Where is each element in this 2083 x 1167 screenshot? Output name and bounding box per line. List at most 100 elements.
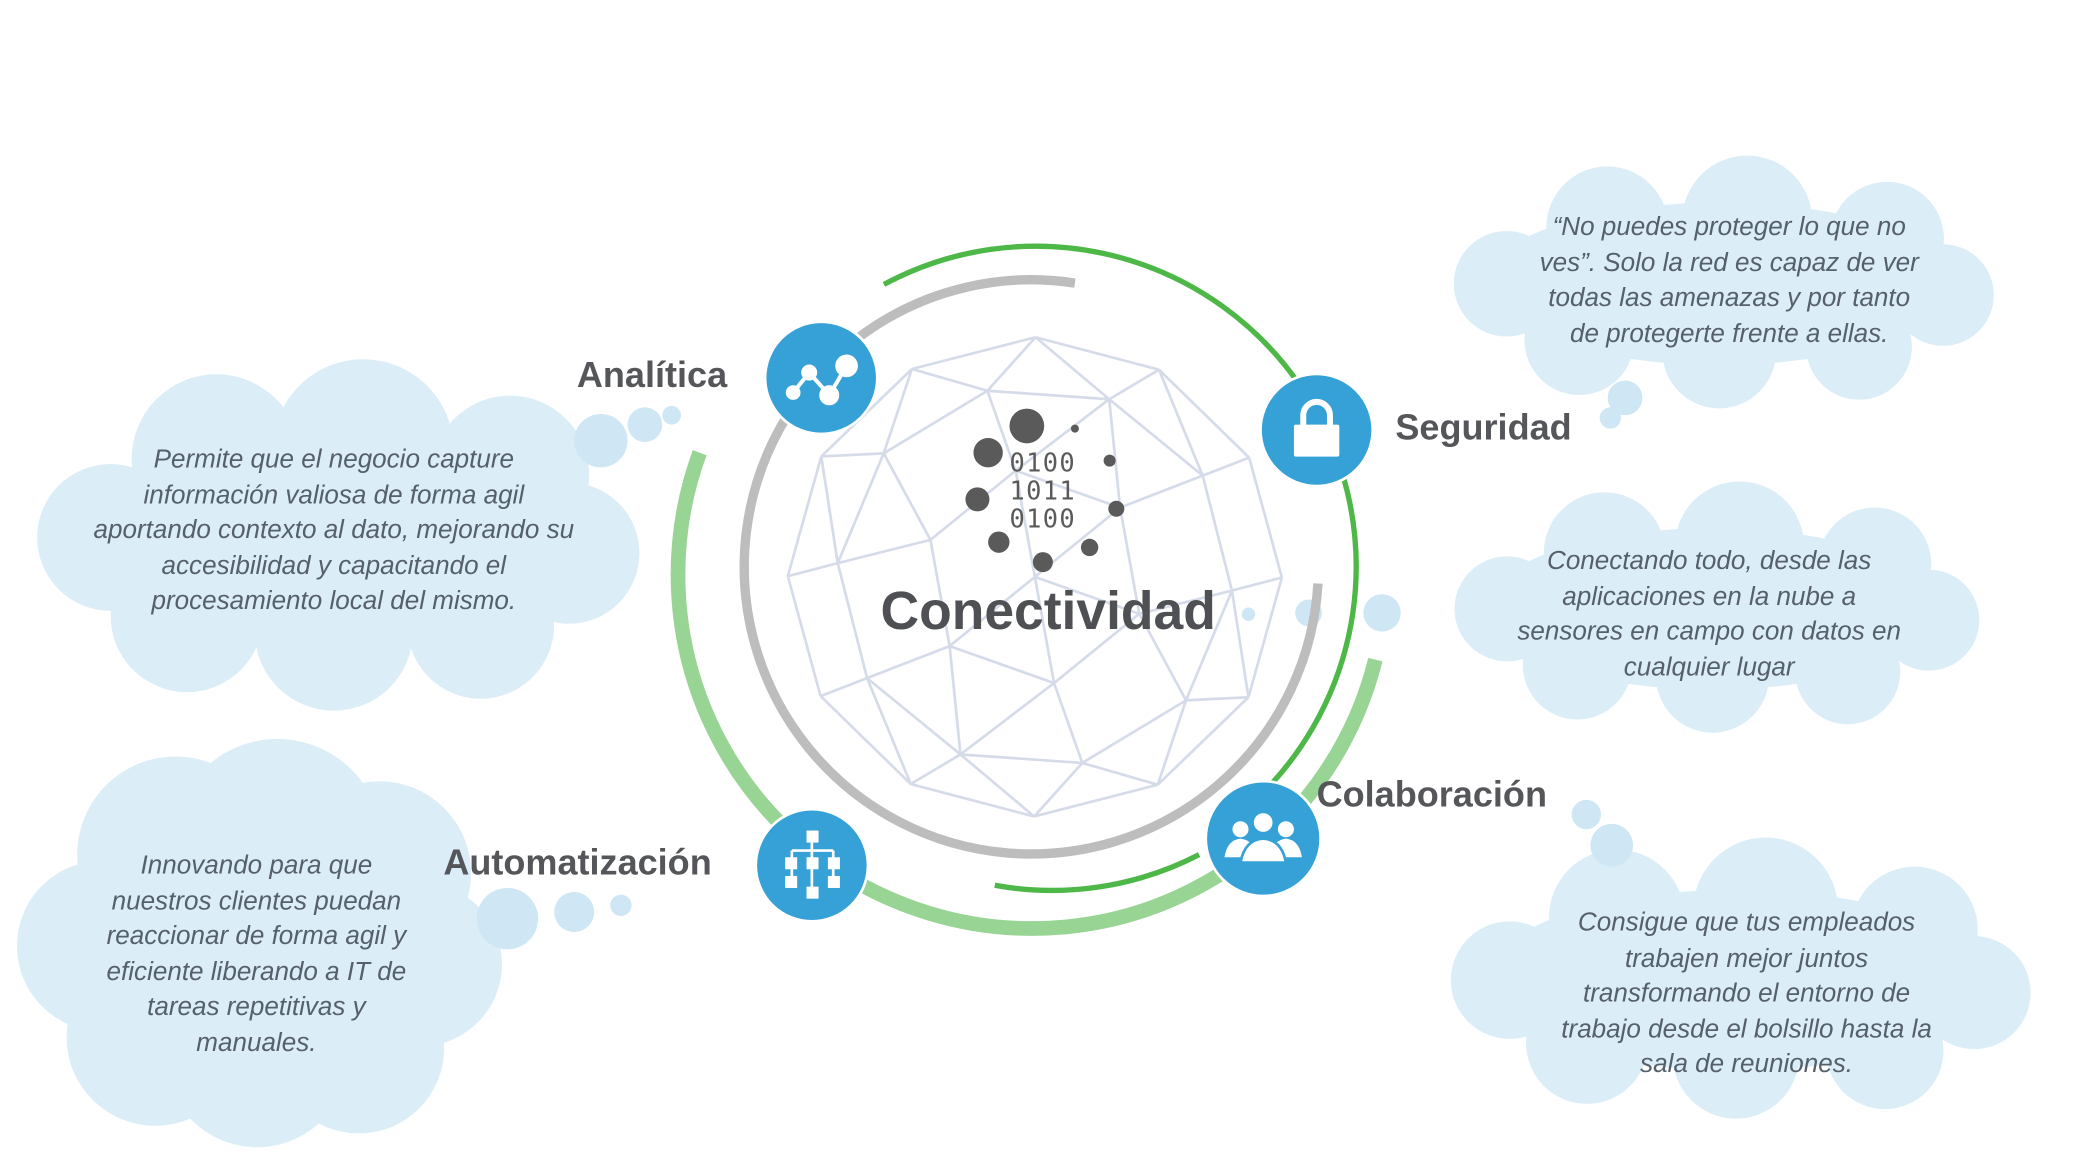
mesh-line xyxy=(1107,399,1122,508)
mesh-line xyxy=(1156,696,1250,786)
cloud-puff xyxy=(1522,610,1632,720)
mesh-line xyxy=(786,575,822,697)
description-conectividad: Conectando todo, desde las aplicaciones … xyxy=(1517,543,1901,685)
mesh-line xyxy=(1108,368,1160,401)
text-line: procesamiento local del mismo. xyxy=(151,586,517,616)
binary-code: 0100 1011 0100 xyxy=(1009,448,1076,534)
text-line: información valiosa de forma agil xyxy=(143,480,525,510)
globe-mesh xyxy=(786,335,1284,818)
text-line: sensores en campo con datos en xyxy=(1517,616,1901,647)
cloud-puff xyxy=(131,374,302,544)
mesh-line xyxy=(1201,475,1234,591)
cloud-puff xyxy=(1806,294,1912,400)
mesh-line xyxy=(836,452,885,564)
text-line: aportando contexto al dato, mejorando su xyxy=(93,515,575,545)
mesh-line xyxy=(837,538,931,565)
cloud xyxy=(16,739,502,1148)
mesh-line xyxy=(1158,368,1251,459)
mesh-line xyxy=(911,335,1036,371)
mesh-line xyxy=(986,390,1017,472)
thought-bubble xyxy=(1599,407,1622,429)
node-colaboracion xyxy=(1204,779,1322,898)
mesh-line xyxy=(929,539,951,647)
label-analitica: Analítica xyxy=(576,355,728,396)
mesh-line xyxy=(1138,589,1233,616)
thought-clouds xyxy=(16,155,2031,1148)
mesh-line xyxy=(819,695,912,785)
cloud-puff xyxy=(1826,991,1944,1110)
cloud xyxy=(1450,837,2031,1119)
text-line: eficiente liberando a IT de xyxy=(106,956,407,987)
mesh-line xyxy=(1052,682,1084,764)
mesh-line xyxy=(1108,398,1204,477)
text-line: accesibilidad y capacitando el xyxy=(161,550,507,581)
mesh-line xyxy=(911,367,988,393)
binary-line: 0100 xyxy=(1009,448,1076,479)
text-line: nuestros clientes puedan xyxy=(111,885,402,916)
mesh-line xyxy=(820,676,868,698)
thought-bubble xyxy=(476,887,539,950)
node-automatizacion xyxy=(754,807,870,923)
mesh-line xyxy=(866,644,951,680)
center-title: Conectividad xyxy=(880,582,1216,641)
mesh-line xyxy=(987,389,1110,401)
thought-bubble xyxy=(1571,799,1602,830)
text-line: Conectando todo, desde las xyxy=(1547,546,1872,576)
mesh-line xyxy=(1034,336,1111,401)
thought-bubble xyxy=(1607,380,1643,416)
mesh-line xyxy=(786,456,823,577)
text-line: Consigue que tus empleados xyxy=(1577,908,1916,938)
thought-bubble xyxy=(662,405,682,425)
mesh-line xyxy=(1185,695,1249,702)
mesh-line xyxy=(1015,469,1121,509)
cloud-puff xyxy=(1655,619,1770,733)
mesh-line xyxy=(1247,457,1284,578)
cloud-puff xyxy=(254,552,413,711)
mesh-line xyxy=(910,782,1035,818)
mesh-line xyxy=(1138,613,1188,701)
text-line: Permite que el negocio capture xyxy=(153,444,515,475)
mesh-line xyxy=(959,681,1055,756)
cloud-puff xyxy=(1543,492,1665,614)
node-seguridad xyxy=(1259,372,1375,488)
mesh-line xyxy=(1118,507,1141,615)
cloud-puff xyxy=(1549,849,1685,986)
mesh-line xyxy=(1014,398,1111,472)
mesh-line xyxy=(866,677,962,756)
thought-bubble xyxy=(1363,594,1401,632)
description-analitica: Permite que el negocio capture informaci… xyxy=(94,442,575,619)
gray-arc xyxy=(739,275,1323,859)
binary-line: 1011 xyxy=(1009,476,1076,507)
thought-bubble xyxy=(627,407,663,442)
description-colaboracion: Consigue que tus empleados trabajen mejo… xyxy=(1561,905,1932,1082)
text-line: de protegerte frente a ellas. xyxy=(1569,318,1889,348)
mesh-line xyxy=(1033,783,1159,818)
cloud-puff xyxy=(407,551,555,699)
label-colaboracion: Colaboración xyxy=(1316,774,1547,815)
cloud-puff xyxy=(1524,285,1635,396)
text-line: trabajo desde el bolsillo hasta la xyxy=(1561,1014,1932,1044)
lock-icon xyxy=(1293,398,1340,457)
flowchart-icon xyxy=(785,830,840,899)
binary-dots-icon xyxy=(965,408,1125,573)
text-line: “No puedes proteger lo que no xyxy=(1552,212,1906,242)
mesh-line xyxy=(1184,590,1234,701)
cloud-puff xyxy=(66,948,244,1126)
mesh-line xyxy=(1034,575,1140,616)
cloud-puff xyxy=(272,359,454,540)
mesh-line xyxy=(1033,576,1056,684)
text-line: sala de reuniones. xyxy=(1640,1049,1853,1079)
cloud-puff xyxy=(1526,981,1649,1104)
mesh-line xyxy=(1156,699,1188,786)
thought-bubble xyxy=(554,891,595,933)
mesh-line xyxy=(883,389,989,455)
analytics-chart-icon xyxy=(785,354,858,406)
mesh-line xyxy=(948,645,962,755)
mesh-line xyxy=(959,753,1036,818)
mesh-line xyxy=(1014,470,1037,578)
cloud-puff xyxy=(1546,166,1669,289)
text-line: Innovando para que xyxy=(140,850,373,880)
mesh-line xyxy=(948,575,1036,648)
cloud xyxy=(37,359,640,711)
